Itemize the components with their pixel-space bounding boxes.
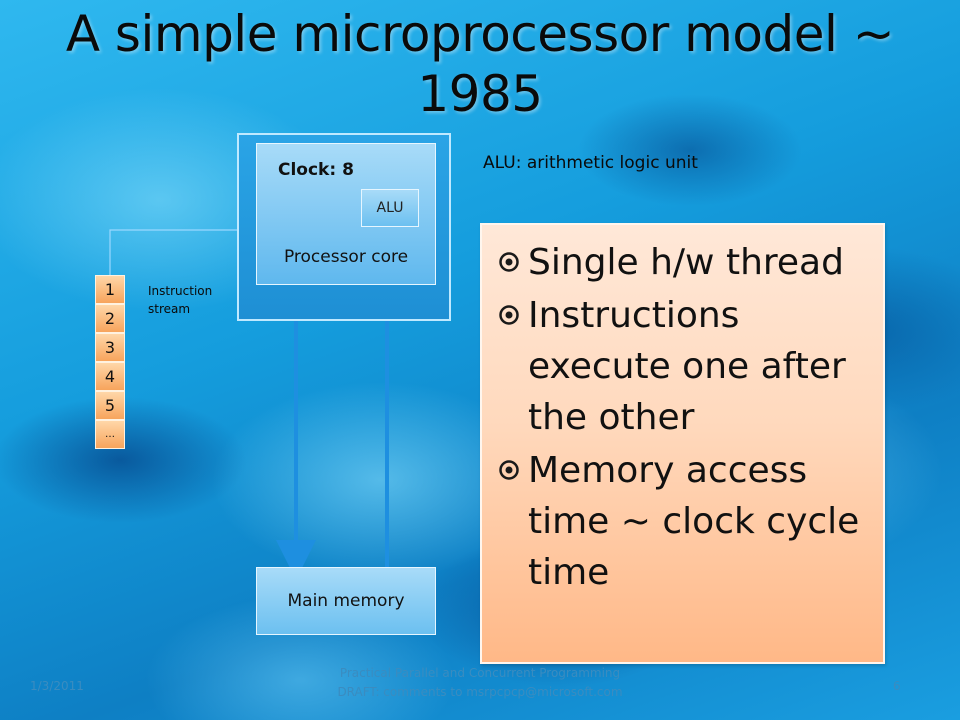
instruction-item: 1 <box>95 275 125 304</box>
main-memory-box: Main memory <box>256 567 436 635</box>
alu-box: ALU <box>361 189 419 227</box>
bullet-item: Memory access time ~ clock cycle time <box>496 445 869 598</box>
target-bullet-icon <box>499 252 519 272</box>
footer-course-title: Practical Parallel and Concurrent Progra… <box>339 666 621 680</box>
instruction-item: 5 <box>95 391 125 420</box>
bullet-text: Instructions execute one after the other <box>528 295 846 438</box>
bullet-item: Single h/w thread <box>496 237 869 288</box>
clock-readout: Clock: 8 <box>278 160 354 180</box>
bullet-text: Memory access time ~ clock cycle time <box>528 450 860 593</box>
target-bullet-icon <box>499 460 519 480</box>
instruction-stream-label: Instruction stream <box>148 284 213 316</box>
instruction-item: 4 <box>95 362 125 391</box>
bullet-panel: Single h/w thread Instructions execute o… <box>480 223 885 664</box>
target-bullet-icon <box>499 305 519 325</box>
instruction-flow-line <box>109 225 259 275</box>
footer-center: Practical Parallel and Concurrent Progra… <box>280 664 680 702</box>
bullet-text: Single h/w thread <box>528 242 844 283</box>
page-number: 6 <box>893 679 901 693</box>
alu-definition-note: ALU: arithmetic logic unit <box>483 153 698 173</box>
footer-draft-note: DRAFT: comments to msrpcpcp@microsoft.co… <box>337 685 623 699</box>
instruction-item-more: … <box>95 420 125 449</box>
instruction-item: 3 <box>95 333 125 362</box>
instruction-stream: 1 2 3 4 5 … <box>95 275 125 449</box>
slide-title: A simple microprocessor model ~ 1985 <box>65 5 895 123</box>
processor-core-label: Processor core <box>283 247 409 267</box>
footer-date: 1/3/2011 <box>30 679 84 693</box>
bullet-item: Instructions execute one after the other <box>496 290 869 443</box>
instruction-item: 2 <box>95 304 125 333</box>
